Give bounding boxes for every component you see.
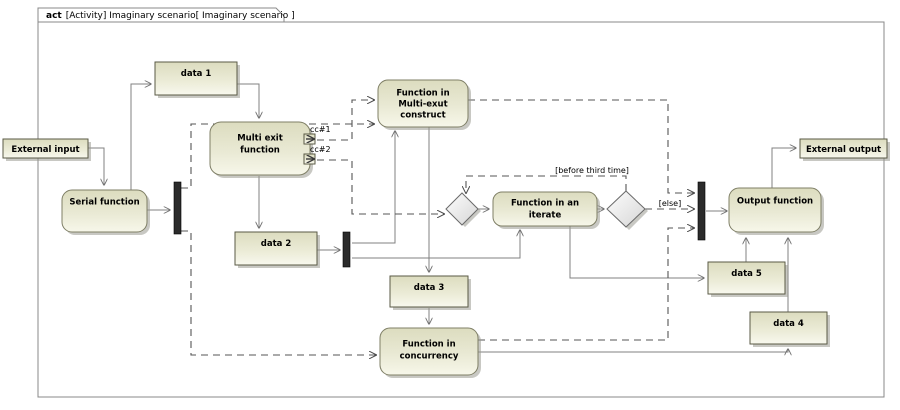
flow-function-in-an-iterate-to-data5 [569, 226, 704, 278]
external-input-label: External input [11, 145, 79, 155]
guard-before-third-time: [before third time] [555, 166, 629, 175]
dashed-fork-left-to-function-in-concurrency [181, 230, 376, 355]
dashed-fork-left-to-multi-exit-function [181, 124, 374, 189]
external-output-label: External output [806, 145, 881, 155]
function-multi-exit-construct-label-line3: construct [400, 111, 445, 121]
pin-label-cc1: cc#1 [310, 125, 331, 134]
frame-keyword: act [46, 11, 62, 21]
fork-bar-left[interactable] [173, 181, 182, 235]
flow-fork-middle-to-function-in-an-iterate [352, 230, 520, 259]
action-output-function[interactable]: Output function [728, 187, 824, 235]
object-node-data1[interactable]: data 1 [154, 61, 240, 98]
dashed-before-third-time-loop [466, 175, 627, 193]
frame-title-tab [37, 7, 285, 23]
serial-function-label: Serial function [69, 198, 139, 208]
action-function-multi-exit-construct[interactable]: Function in Multi-exut construct [377, 79, 471, 130]
object-node-data5[interactable]: data 5 [707, 261, 788, 297]
action-function-in-an-iterate[interactable]: Function in an iterate [492, 191, 600, 229]
data5-label: data 5 [731, 269, 762, 279]
guard-else: [else] [659, 199, 681, 208]
diagram-frame: act [Activity] Imaginary scenario[ Imagi… [37, 7, 885, 398]
data1-label: data 1 [181, 69, 212, 79]
data3-label: data 3 [414, 283, 445, 293]
data2-label: data 2 [261, 239, 292, 249]
function-multi-exit-construct-label-line1: Function in [396, 89, 449, 99]
function-in-an-iterate-label-line2: iterate [529, 211, 562, 221]
frame-border [37, 21, 885, 398]
flow-output-function-to-external-output [771, 148, 796, 190]
flow-data1-to-multi-exit-function [237, 83, 259, 118]
decision-diamond-2[interactable] [606, 190, 648, 230]
dashed-cc1-to-function-multi-exit-construct [317, 100, 374, 141]
flows-solid [88, 84, 796, 352]
object-node-external-output[interactable]: External output [799, 138, 890, 161]
decision-diamond-1[interactable] [445, 192, 481, 227]
flow-external-input-to-serial-function [88, 147, 104, 185]
fork-bar-middle[interactable] [342, 231, 351, 268]
join-bar-right[interactable] [697, 181, 706, 241]
object-node-data4[interactable]: data 4 [749, 311, 830, 347]
object-node-data2[interactable]: data 2 [234, 231, 320, 268]
action-function-in-concurrency[interactable]: Function in concurrency [379, 327, 481, 378]
flow-serial-function-to-data1 [130, 84, 151, 190]
object-node-external-input[interactable]: External input [2, 138, 91, 161]
object-node-data3[interactable]: data 3 [389, 275, 471, 310]
function-in-an-iterate-label-line1: Function in an [511, 199, 579, 209]
pin-label-cc2: cc#2 [310, 145, 331, 154]
function-in-concurrency-label-line2: concurrency [400, 352, 459, 362]
dashed-function-in-concurrency-to-join [478, 228, 694, 341]
data4-label: data 4 [773, 319, 804, 329]
flow-function-in-concurrency-to-data4 [478, 349, 788, 352]
flows-dashed [181, 100, 694, 355]
dashed-cc2-to-decision1 [317, 159, 444, 214]
function-in-concurrency-label-line1: Function in [402, 340, 455, 350]
function-multi-exit-construct-label-line2: Multi-exut [398, 100, 447, 110]
multi-exit-function-label-line2: function [240, 146, 280, 156]
action-multi-exit-function[interactable]: Multi exit function cc#1 cc#2 [209, 121, 331, 178]
action-serial-function[interactable]: Serial function [61, 189, 150, 235]
frame-title: [Activity] Imaginary scenario[ Imaginary… [66, 11, 295, 21]
flow-fork-middle-to-function-multi-exit-construct [352, 131, 395, 244]
dashed-function-multi-exit-construct-to-join [468, 99, 694, 193]
multi-exit-function-label-line1: Multi exit [237, 134, 283, 144]
output-function-label: Output function [737, 197, 813, 207]
